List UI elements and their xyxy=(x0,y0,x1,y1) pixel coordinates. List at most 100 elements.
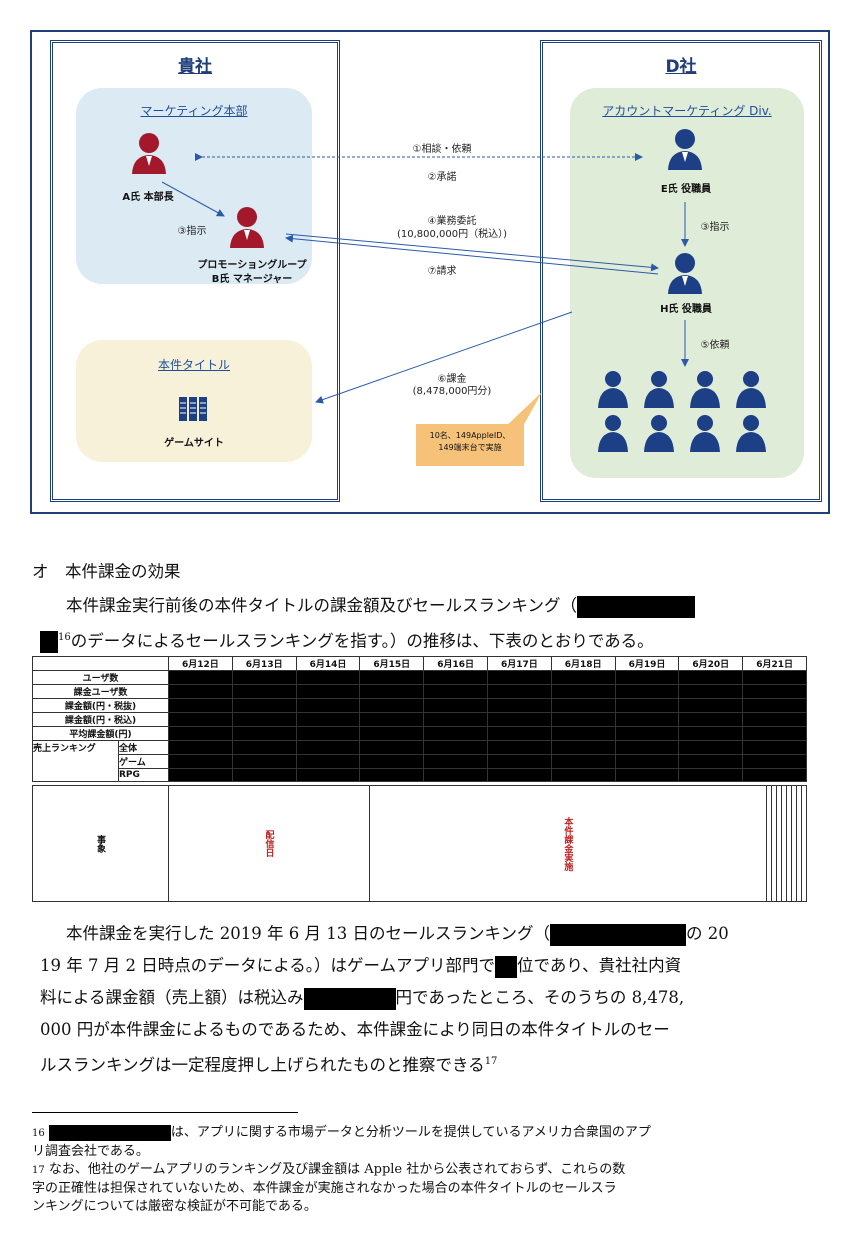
redacted-cell xyxy=(359,740,425,755)
para2-line5: ルスランキングは一定程度押し上げられたものと推察できる17 xyxy=(40,1046,820,1082)
event-cell-0612: 配信日 xyxy=(168,785,370,902)
redacted-cell xyxy=(231,670,297,685)
event-table: 事象 配信日 本件課金実施 xyxy=(32,785,808,902)
redacted-cell xyxy=(359,698,425,713)
ranking-sub-label: RPG xyxy=(118,768,169,782)
event-0612: 配信日 xyxy=(263,830,274,857)
redacted-cell xyxy=(486,670,552,685)
redacted-cell xyxy=(550,740,616,755)
redacted-cell xyxy=(168,670,233,685)
org-diagram: 貴社 D社 マーケティング本部 アカウントマーケティング Div. 本件タイトル… xyxy=(30,30,830,514)
redacted-cell xyxy=(614,768,680,782)
redacted-cell xyxy=(742,670,807,685)
footnote-ref-16: 16 xyxy=(58,632,71,643)
row-label: 課金ユーザ数 xyxy=(32,684,169,699)
redacted-cell xyxy=(678,726,744,741)
redacted-cell xyxy=(423,754,488,769)
account-div-title: アカウントマーケティング Div. xyxy=(602,104,772,118)
flow-arrows xyxy=(161,153,689,404)
arrow-label-4a: ④業務委託 xyxy=(427,216,477,227)
redacted-cell xyxy=(168,684,233,699)
date-header: 6月17日 xyxy=(486,656,552,671)
redacted-cell xyxy=(550,670,616,685)
person-e-label: E氏 役職員 xyxy=(660,184,712,195)
event-cell-0613: 本件課金実施 xyxy=(368,785,767,902)
redacted-cell xyxy=(168,768,233,782)
redacted-cell xyxy=(295,670,361,685)
para2-text: 位であり、貴社社内資 xyxy=(516,956,682,975)
row-label: 課金額(円・税抜) xyxy=(32,698,169,713)
footnote-rule xyxy=(32,1112,298,1113)
arrow-label-5: ⑤依頼 xyxy=(700,340,730,351)
footnote-ref-17: 17 xyxy=(484,1056,498,1067)
note-line-2: 149端末台で実施 xyxy=(438,443,502,452)
staff-group-icon xyxy=(598,371,766,452)
person-b-label-1: プロモーショングループ xyxy=(197,260,307,271)
para1-line1: 本件課金実行前後の本件タイトルの課金額及びセールスランキング（ xyxy=(66,590,696,622)
redacted-cell xyxy=(423,670,488,685)
footnote-number: 16 xyxy=(32,1128,45,1139)
arrow-label-1: ①相談・依頼 xyxy=(412,144,472,155)
para1-text-b: のデータによるセールスランキングを指す。）の推移は、下表のとおりである。 xyxy=(70,631,654,651)
para2-text: 19 年 7 月 2 日時点のデータによる。）はゲームアプリ部門で xyxy=(40,956,495,975)
arrow-label-3b: ③指示 xyxy=(700,222,730,233)
redacted-cell xyxy=(231,754,297,769)
para2-line4: 000 円が本件課金によるものであるため、本件課金により同日の本件タイトルのセー xyxy=(40,1020,670,1039)
arrow-label-4b: (10,800,000円（税込）) xyxy=(396,229,508,240)
arrow-label-7: ⑦請求 xyxy=(427,266,457,277)
event-cell xyxy=(800,785,808,902)
redacted-cell xyxy=(742,712,807,727)
company-right-title: D社 xyxy=(665,57,697,77)
redacted-cell xyxy=(486,768,552,782)
para1-text-a: 本件課金実行前後の本件タイトルの課金額及びセールスランキング（ xyxy=(66,596,578,615)
redacted-cell xyxy=(486,712,552,727)
redacted-cell xyxy=(550,684,616,699)
date-header: 6月15日 xyxy=(359,656,425,671)
redacted-cell xyxy=(295,754,361,769)
redacted-cell xyxy=(742,740,807,755)
para2-text: 料による課金額（売上額）は税込み xyxy=(40,988,304,1007)
date-header: 6月18日 xyxy=(550,656,616,671)
marketing-dept-box xyxy=(76,88,312,284)
row-label: 平均課金額(円) xyxy=(32,726,169,741)
footnote-number: 17 xyxy=(32,1165,45,1176)
date-header: 6月21日 xyxy=(742,656,807,671)
redacted-cell xyxy=(231,768,297,782)
redacted-cell xyxy=(678,670,744,685)
redacted-cell xyxy=(168,754,233,769)
redacted-cell xyxy=(678,684,744,699)
redacted-cell xyxy=(295,712,361,727)
redacted-cell xyxy=(486,754,552,769)
note-pointer xyxy=(504,392,542,428)
para2-line2: 19 年 7 月 2 日時点のデータによる。）はゲームアプリ部門で 位であり、貴社… xyxy=(40,950,820,982)
redacted-cell xyxy=(614,712,680,727)
redaction xyxy=(40,631,58,653)
redacted-cell xyxy=(614,740,680,755)
event-0613: 本件課金実施 xyxy=(562,816,573,871)
redacted-cell xyxy=(614,670,680,685)
redacted-cell xyxy=(295,740,361,755)
redacted-cell xyxy=(678,768,744,782)
redaction xyxy=(303,987,396,1010)
footnote-16-cont: リ調査会社である。 xyxy=(32,1144,149,1159)
redacted-cell xyxy=(614,754,680,769)
person-b-icon xyxy=(230,207,264,248)
redacted-cell xyxy=(423,698,488,713)
redacted-cell xyxy=(423,726,488,741)
footnote-17-cont: 字の正確性は担保されていないため、本件課金が実施されなかった場合の本件タイトルの… xyxy=(32,1181,617,1196)
redacted-cell xyxy=(486,684,552,699)
person-h-label: H氏 役職員 xyxy=(660,304,712,315)
redacted-cell xyxy=(742,684,807,699)
redacted-cell xyxy=(295,726,361,741)
redacted-cell xyxy=(231,712,297,727)
redaction xyxy=(48,1124,171,1141)
redacted-cell xyxy=(486,698,552,713)
redacted-cell xyxy=(295,698,361,713)
title-box-title: 本件タイトル xyxy=(157,358,230,372)
row-label: ユーザ数 xyxy=(32,670,169,685)
redacted-cell xyxy=(423,712,488,727)
redacted-cell xyxy=(742,698,807,713)
person-b-label-2: B氏 マネージャー xyxy=(211,274,293,285)
arrow-label-2: ②承諾 xyxy=(427,172,457,183)
